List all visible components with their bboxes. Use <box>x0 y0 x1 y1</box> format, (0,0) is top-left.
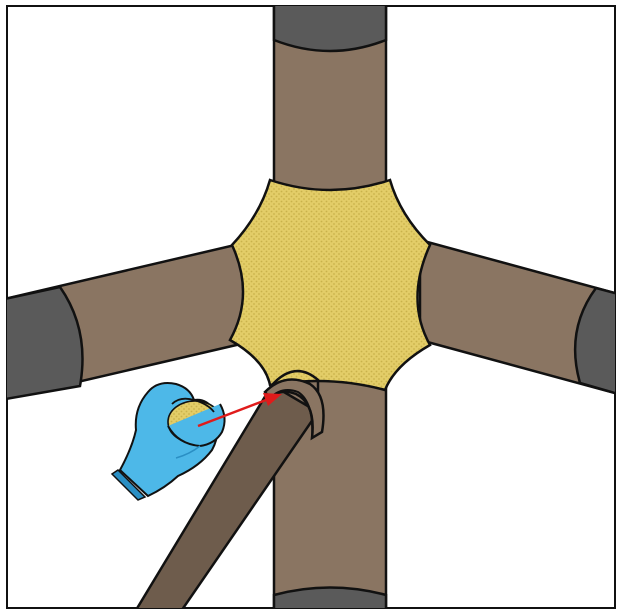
arrow-icon <box>197 393 282 428</box>
left-tube-cap <box>7 285 84 401</box>
top-tube <box>272 6 388 202</box>
top-tube-cap <box>272 6 388 53</box>
right-tube <box>418 238 615 395</box>
right-tube-cap <box>573 286 615 395</box>
gloved-hand-icon <box>110 382 226 501</box>
inserted-tube <box>135 370 325 608</box>
patch-joint <box>228 178 432 392</box>
glove-cuff <box>110 469 147 501</box>
bottom-tube-cap <box>272 586 388 608</box>
tube-collar <box>263 378 325 441</box>
